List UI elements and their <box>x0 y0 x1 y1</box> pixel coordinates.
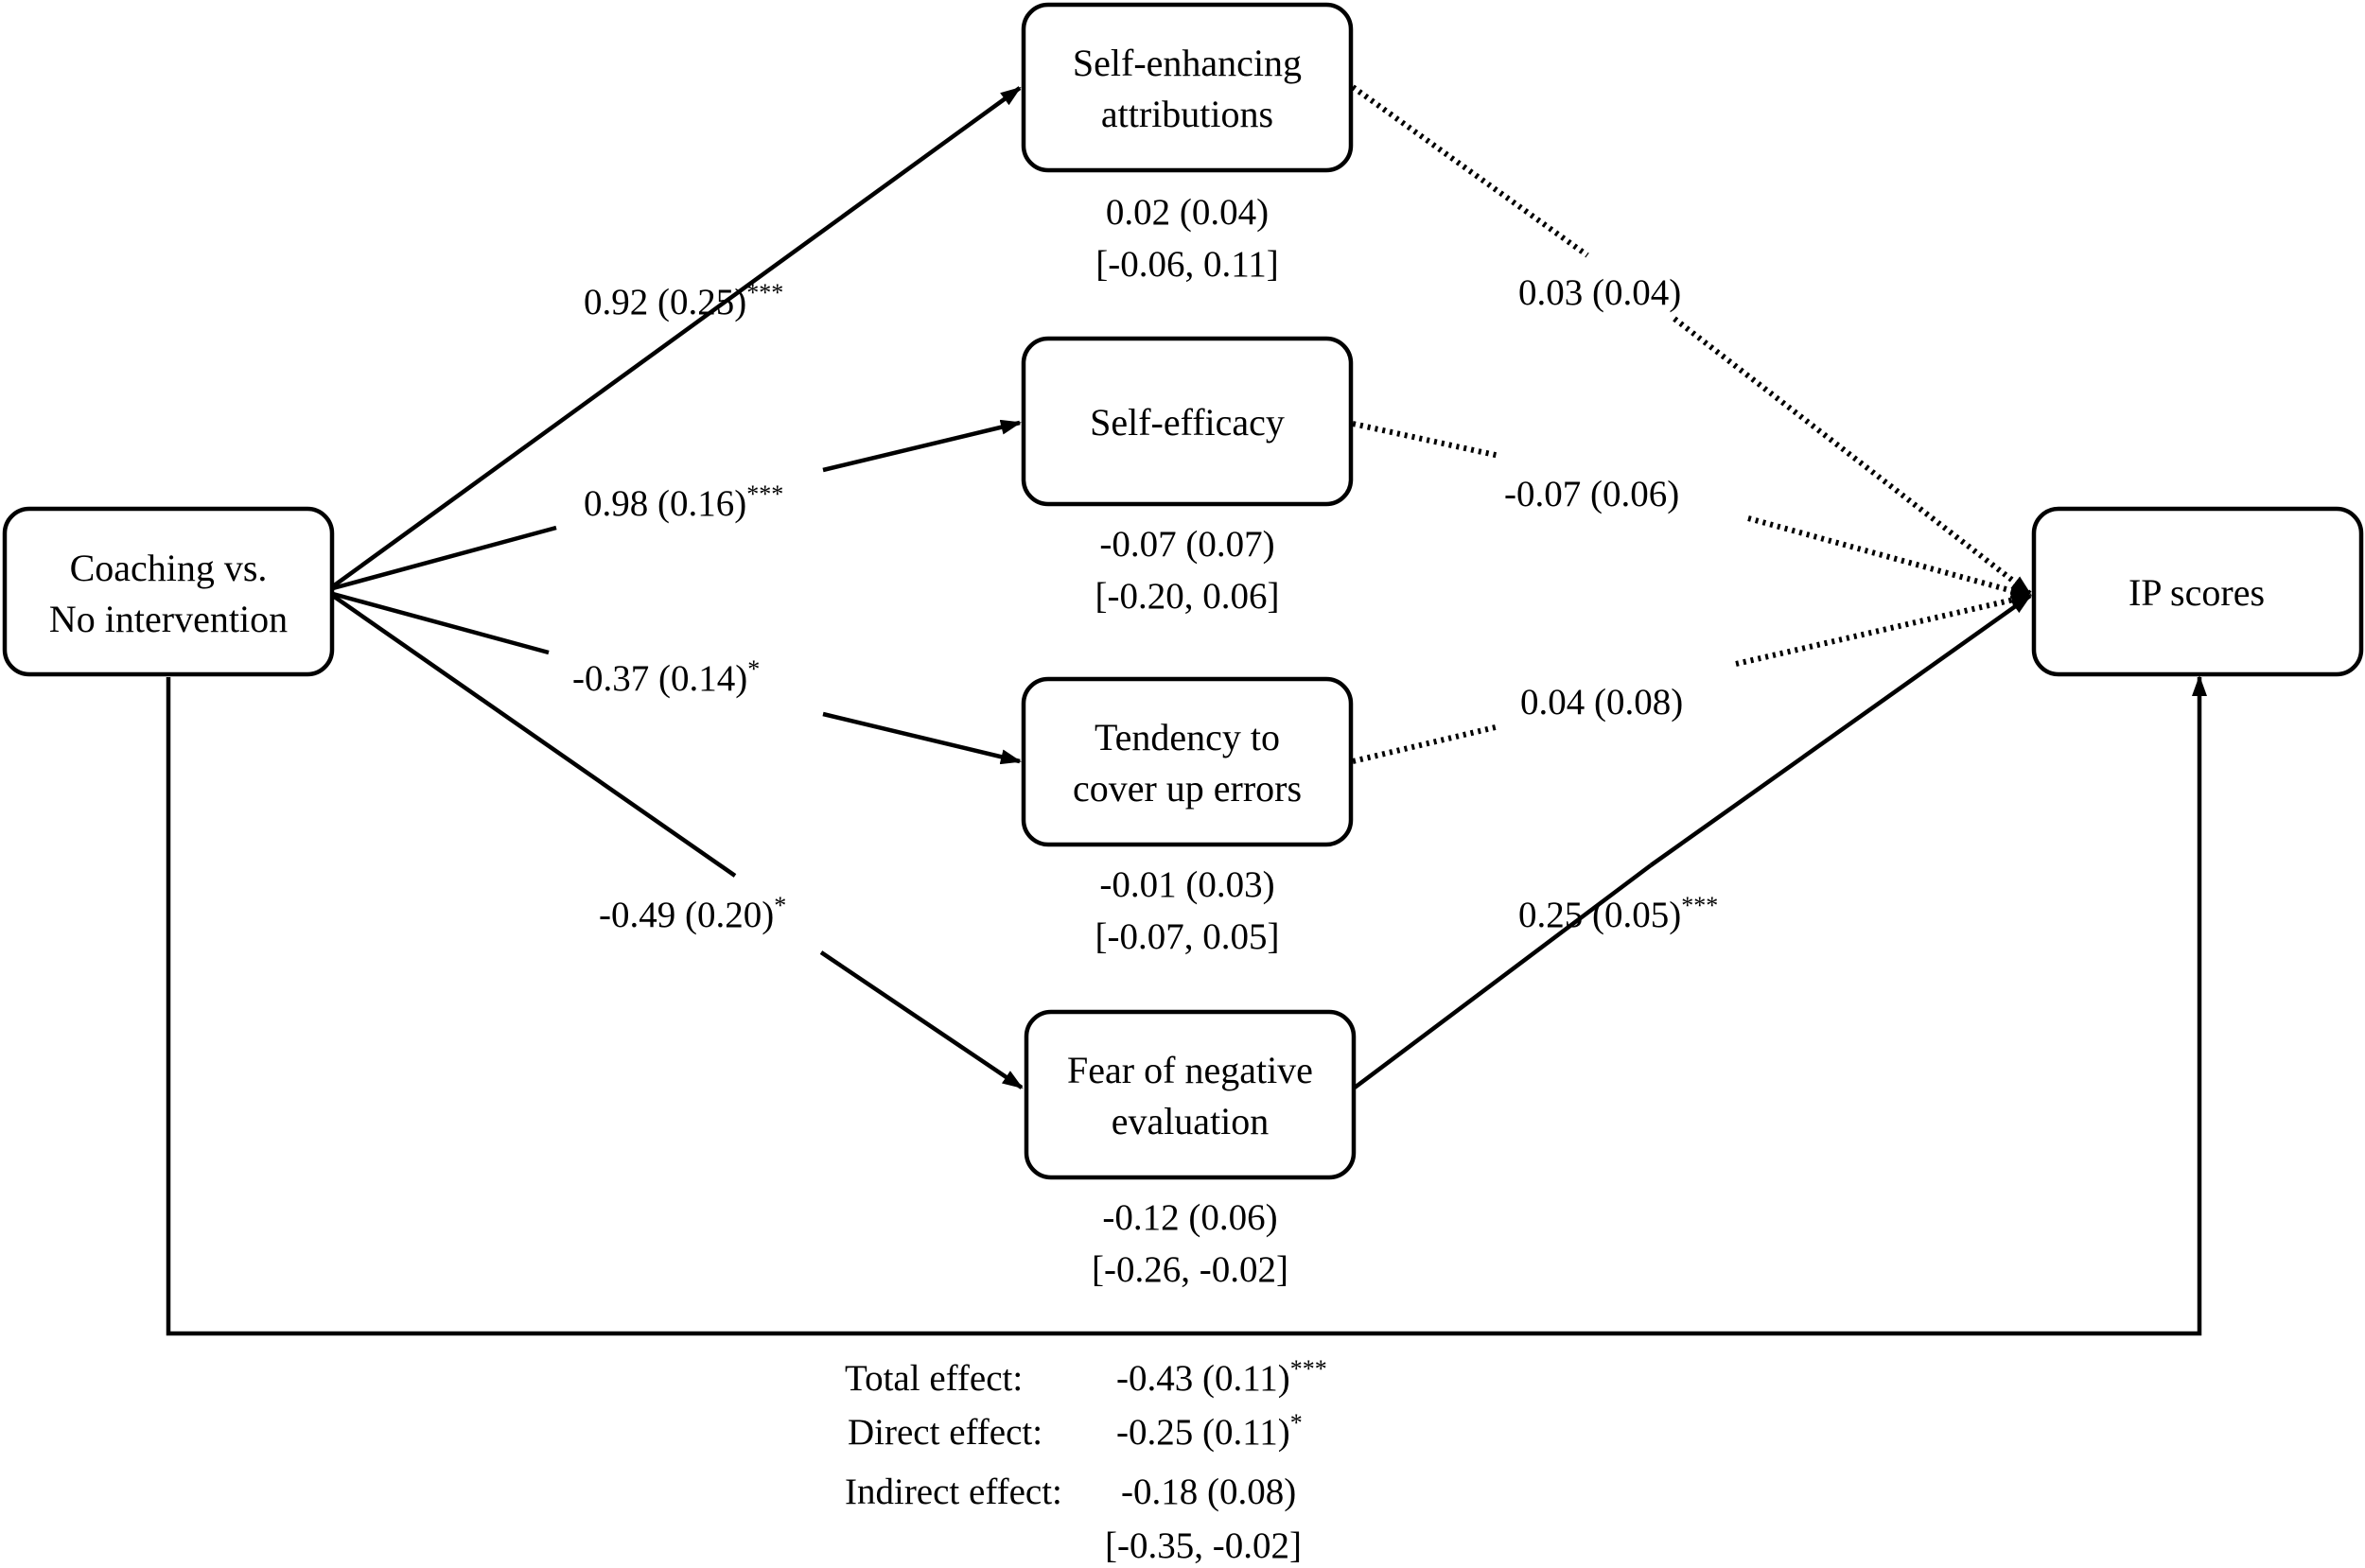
path-x-to-m3-segment-1 <box>332 591 550 655</box>
indirect-effect-ci: [-0.35, -0.02] <box>1105 1525 1302 1566</box>
node-m3-line-1: Tendency to <box>1095 716 1280 758</box>
path-x-to-m4-segment-1 <box>331 594 737 878</box>
coef-b-m4: 0.25 (0.05)*** <box>1518 892 1718 935</box>
node-m4-line-1: Fear of negative <box>1067 1049 1313 1091</box>
path-m2-to-y-segment-2 <box>1747 515 2032 599</box>
node-self-enhancing-attributions: Self-enhancing attributions <box>1021 2 1354 173</box>
indirect-effect-label: Indirect effect: <box>845 1472 1062 1512</box>
node-ip-scores: IP scores <box>2031 506 2364 677</box>
node-coaching-line-1: Coaching vs. <box>70 547 268 589</box>
coef-a-m2: 0.98 (0.16)*** <box>584 480 783 524</box>
path-m3-to-y-segment-1 <box>1352 723 1500 764</box>
node-m4-line-2: evaluation <box>1112 1100 1270 1142</box>
indirect-m1-estimate: 0.02 (0.04) <box>1106 192 1269 233</box>
direct-effect-value: -0.25 (0.11)* <box>1116 1409 1303 1453</box>
path-m1-to-y-segment-1 <box>1351 84 1589 258</box>
indirect-effect-value: -0.18 (0.08) <box>1121 1472 1296 1512</box>
path-m4-to-y-segment-2 <box>1649 594 2032 867</box>
coef-a-m3: -0.37 (0.14)* <box>572 655 760 699</box>
node-tendency-to-cover-up-errors: Tendency to cover up errors <box>1021 676 1354 847</box>
indirect-m4-ci: [-0.26, -0.02] <box>1092 1249 1288 1290</box>
node-m1-line-1: Self-enhancing <box>1073 42 1302 84</box>
path-m3-to-y-segment-2 <box>1735 592 2032 667</box>
node-m3-line-2: cover up errors <box>1073 767 1302 810</box>
coef-a-m4: -0.49 (0.20)* <box>599 892 786 935</box>
direct-effect-label: Direct effect: <box>848 1412 1042 1453</box>
node-self-efficacy: Self-efficacy <box>1021 336 1354 507</box>
indirect-m3-estimate: -0.01 (0.03) <box>1099 864 1274 905</box>
indirect-m2-ci: [-0.20, 0.06] <box>1095 576 1280 617</box>
node-m1-line-2: attributions <box>1101 93 1273 135</box>
path-x-to-m2-segment-1 <box>332 525 557 591</box>
path-m4-to-y-segment-1 <box>1353 863 1653 1089</box>
path-x-to-y-direct <box>166 675 2207 1336</box>
path-x-to-m2-segment-2 <box>822 419 1022 473</box>
indirect-m4-estimate: -0.12 (0.06) <box>1102 1197 1277 1238</box>
path-x-to-m4-segment-2 <box>819 950 1024 1089</box>
node-coaching: Coaching vs. No intervention <box>2 506 335 677</box>
path-m2-to-y-segment-1 <box>1352 421 1500 459</box>
total-effect-value: -0.43 (0.11)*** <box>1116 1355 1327 1399</box>
coef-b-m3: 0.04 (0.08) <box>1520 682 1683 723</box>
path-m1-to-y-segment-2 <box>1673 316 2032 597</box>
coef-b-m2: -0.07 (0.06) <box>1504 474 1679 514</box>
indirect-m1-ci: [-0.06, 0.11] <box>1095 244 1279 285</box>
node-fear-of-negative-evaluation: Fear of negative evaluation <box>1024 1009 1357 1180</box>
indirect-m3-ci: [-0.07, 0.05] <box>1095 916 1280 957</box>
node-m2-line-1: Self-efficacy <box>1090 401 1285 444</box>
node-coaching-line-2: No intervention <box>49 598 288 640</box>
path-x-to-m3-segment-2 <box>822 711 1022 765</box>
path-x-to-m1 <box>331 86 1022 588</box>
node-y-line-1: IP scores <box>2128 571 2265 614</box>
coef-b-m1: 0.03 (0.04) <box>1518 272 1681 313</box>
coef-a-m1: 0.92 (0.25)*** <box>584 279 783 322</box>
indirect-m2-estimate: -0.07 (0.07) <box>1099 524 1274 565</box>
total-effect-label: Total effect: <box>845 1358 1023 1399</box>
